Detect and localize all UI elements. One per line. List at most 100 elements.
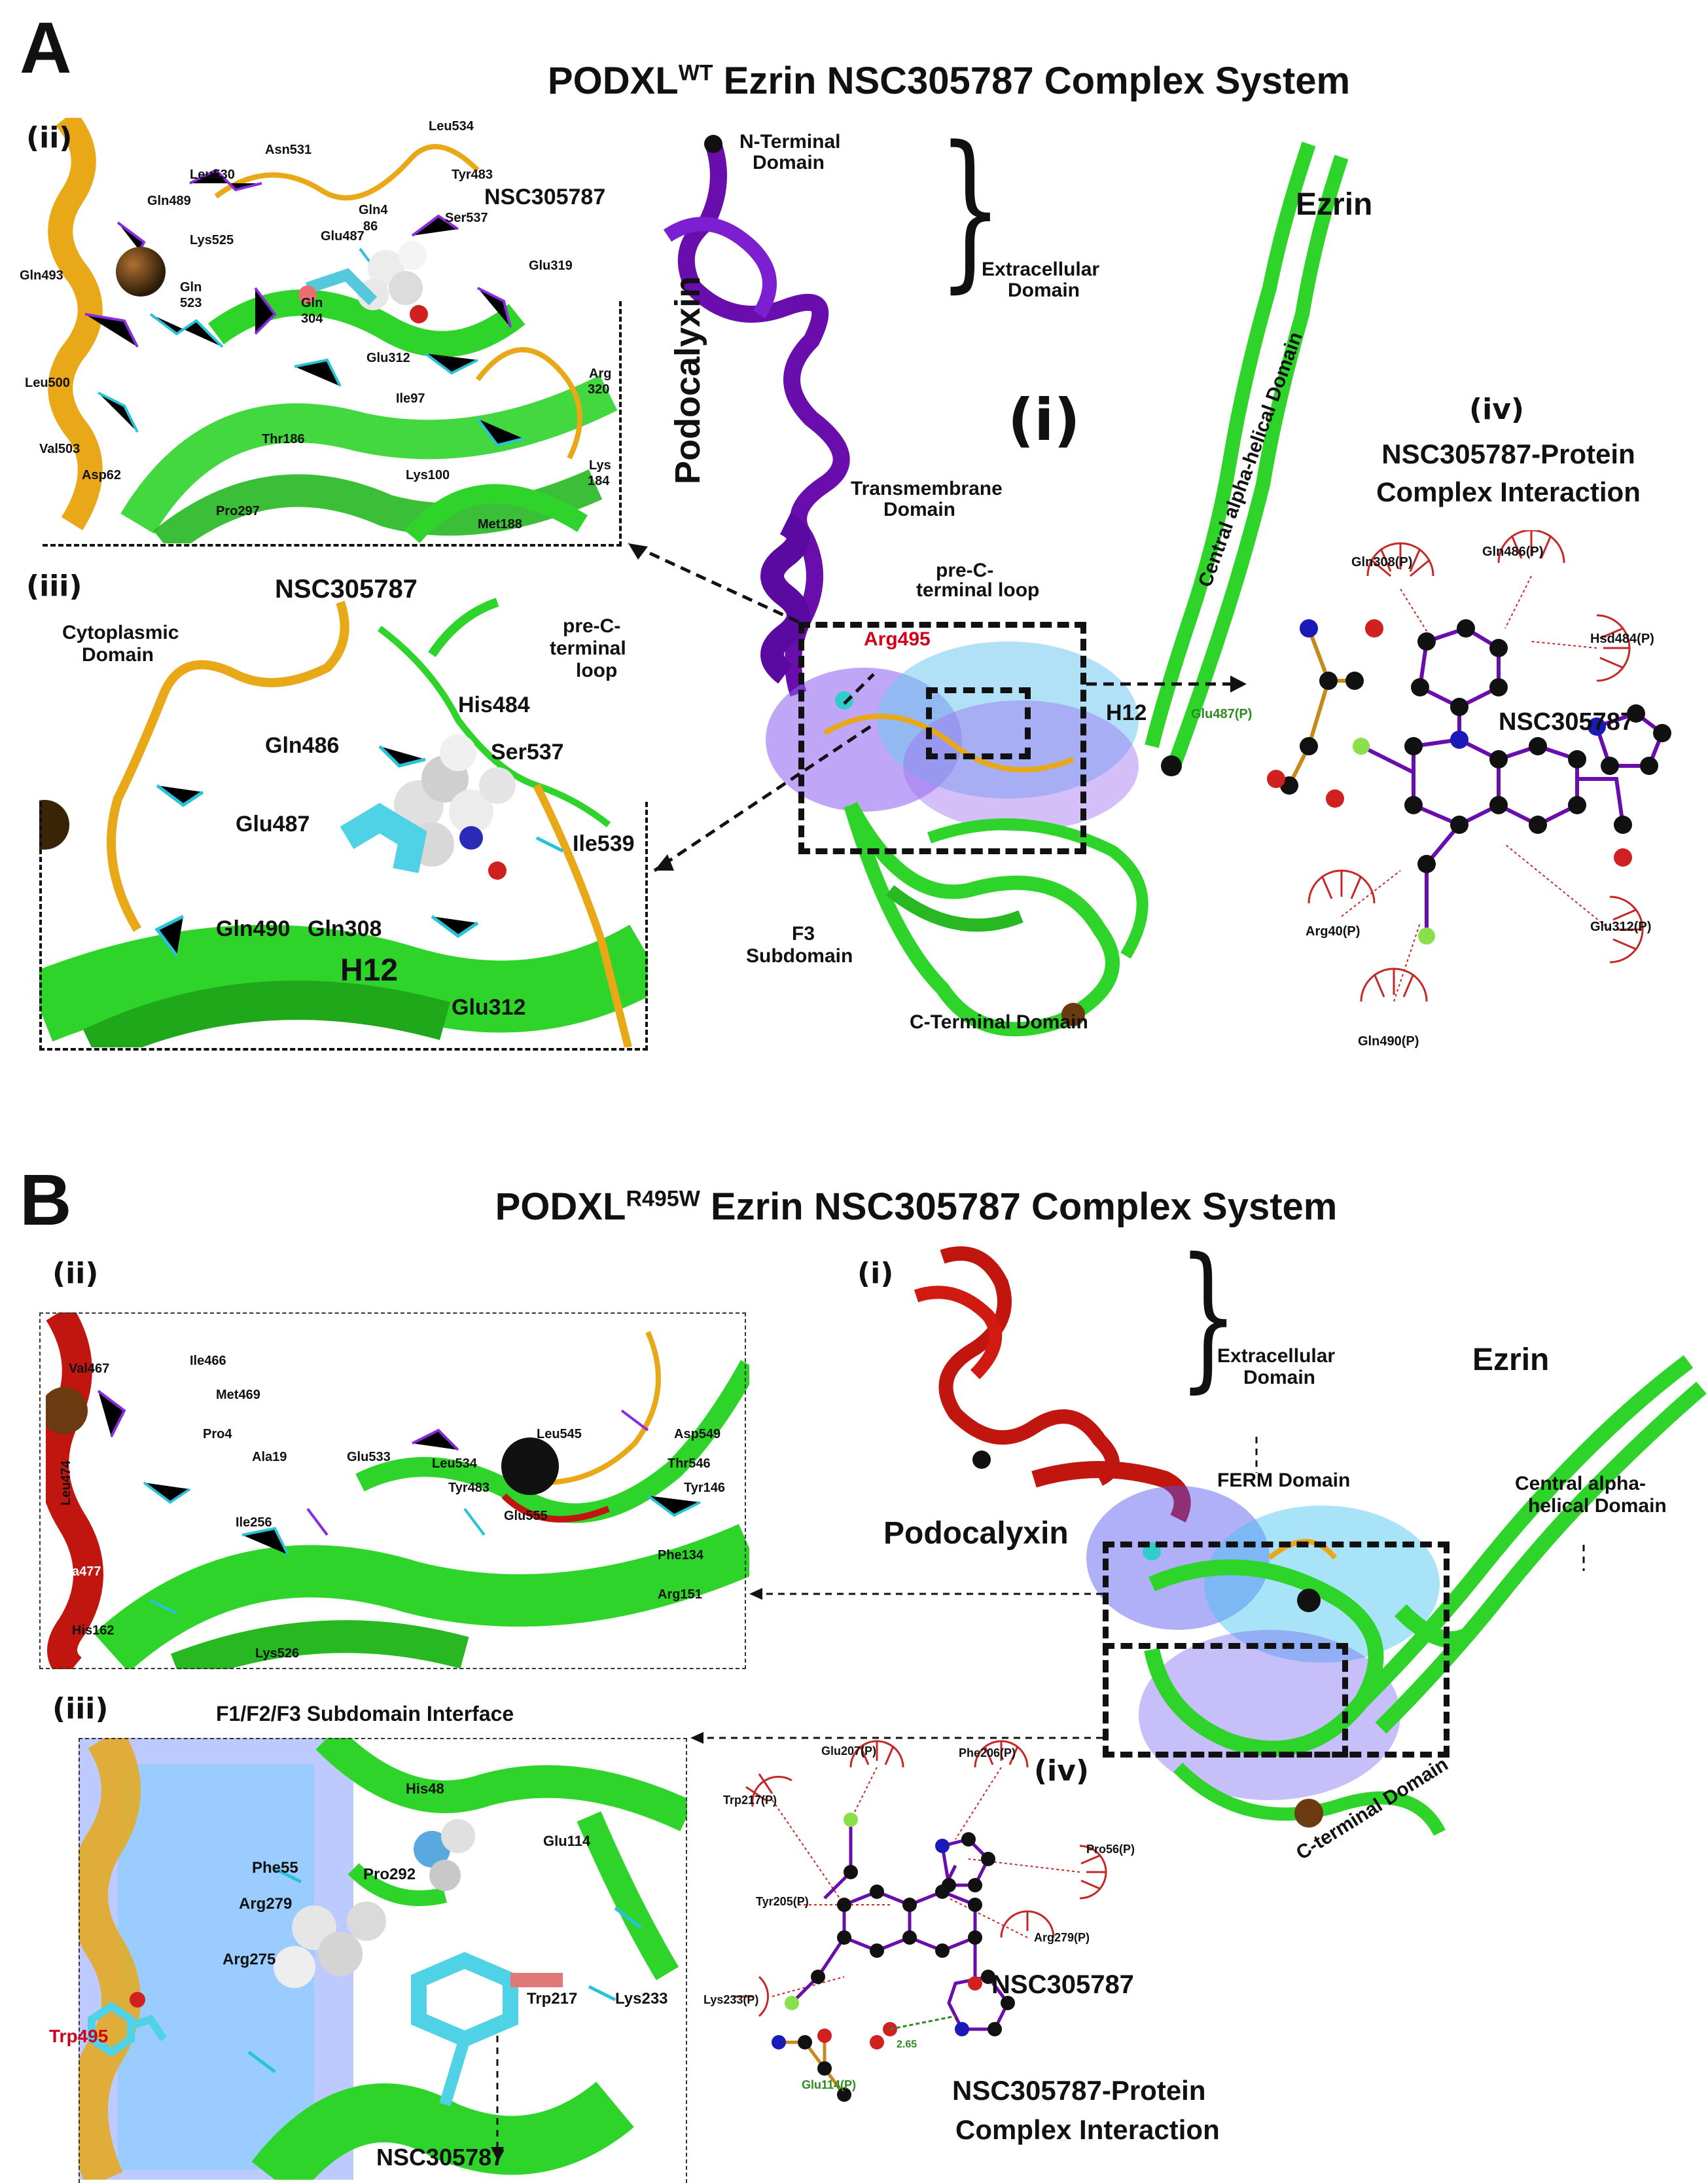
iii-b-nsc-label: NSC305787 xyxy=(376,2144,505,2171)
panel-a-ii-label: (ii) xyxy=(26,121,73,154)
extracellular-brace: } xyxy=(938,111,1003,308)
residue-label: Gln4 xyxy=(359,203,388,217)
iv-b-pro56-label: Pro56(P) xyxy=(1086,1843,1135,1856)
panel-b-i-ligand-box xyxy=(1103,1643,1348,1758)
residue-label: His162 xyxy=(72,1623,115,1638)
panel-b-ii-inset xyxy=(39,1304,760,1685)
b-extracellular-label-2: Domain xyxy=(1243,1367,1316,1388)
panel-a-ii-render xyxy=(48,109,618,556)
residue-label: Ala477 xyxy=(59,1564,101,1579)
residue-label: Ala19 xyxy=(252,1450,287,1464)
residue-label: Arg xyxy=(589,367,612,381)
iv-arg40-label: Arg40(P) xyxy=(1306,924,1361,939)
iv-b-distance-label: 2.65 xyxy=(897,2039,917,2050)
residue-label: 86 xyxy=(363,219,378,234)
residue-label: Asp62 xyxy=(82,468,122,482)
panel-a-arrows xyxy=(627,541,1247,873)
b-extracellular-brace: } xyxy=(1178,1224,1239,1407)
residue-label: 320 xyxy=(588,382,610,397)
residue-label: Tyr146 xyxy=(684,1481,726,1495)
iv-gln490-label: Gln490(P) xyxy=(1358,1034,1419,1049)
residue-label: Ile97 xyxy=(396,391,425,406)
residue-label: Asn531 xyxy=(265,143,312,157)
panel-a-iv-diagram xyxy=(1230,529,1688,1054)
gln308-label: Gln308 xyxy=(308,916,382,941)
panel-a-ii-frame xyxy=(43,301,622,547)
f3-label: F3 xyxy=(792,923,815,945)
b-ezrin-label: Ezrin xyxy=(1472,1343,1550,1377)
iv-b-phe206-label: Phe206(P) xyxy=(959,1746,1016,1759)
panel-b-i-render xyxy=(914,1246,1707,1836)
ile539-label: Ile539 xyxy=(573,831,635,856)
residue-label: Lys100 xyxy=(406,468,450,482)
residue-label: Phe134 xyxy=(658,1548,704,1562)
residue-label: Glu487 xyxy=(321,229,365,244)
ligand-label: NSC305787 xyxy=(484,185,606,209)
panel-b-letter: B xyxy=(20,1160,72,1240)
residue-label: Lys xyxy=(589,458,611,473)
residue-label: Thr186 xyxy=(262,432,305,446)
his48-label: His48 xyxy=(406,1780,444,1797)
pre-c-terminal-label-2: terminal loop xyxy=(916,579,1040,601)
h12-overview-label: H12 xyxy=(1106,700,1147,725)
residue-label: Asp549 xyxy=(674,1427,721,1441)
n-terminal-label: N-Terminal xyxy=(739,131,841,153)
residue-label: Glu533 xyxy=(347,1450,391,1464)
arg275-label: Arg275 xyxy=(222,1951,276,1968)
residue-label: Tyr483 xyxy=(448,1481,490,1495)
panel-a-i-focus-box xyxy=(798,622,1086,854)
panel-b-iii-title: F1/F2/F3 Subdomain Interface xyxy=(216,1702,514,1725)
iv-b-trp217-label: Trp217(P) xyxy=(723,1794,777,1807)
iv-hsd484-label: Hsd484(P) xyxy=(1590,632,1654,646)
gln490-label: Gln490 xyxy=(216,916,291,941)
panel-b-iv-label: (iv) xyxy=(1034,1754,1089,1788)
iv-gln308-label: Gln308(P) xyxy=(1351,555,1413,569)
iv-b-glu207-label: Glu207(P) xyxy=(821,1744,877,1758)
h12-label: H12 xyxy=(340,953,399,988)
residue-label: Met469 xyxy=(216,1388,260,1402)
c-terminal-label: C-Terminal Domain xyxy=(910,1011,1088,1033)
panel-b-i-overview xyxy=(903,1244,1708,1898)
residue-label: Lys525 xyxy=(190,233,234,247)
panel-a-ii-inset xyxy=(20,109,622,556)
panel-b-iii-inset xyxy=(69,1726,694,2183)
residue-label: 304 xyxy=(301,312,323,326)
residue-label: Ser537 xyxy=(445,211,488,225)
residue-label: Gln xyxy=(301,296,323,310)
ser537-label: Ser537 xyxy=(491,740,564,765)
residue-label: Gln493 xyxy=(20,268,63,283)
panel-a-iv-label: (iv) xyxy=(1469,393,1524,426)
panel-a-i-overview xyxy=(654,118,1374,1047)
panel-a-letter: A xyxy=(20,8,72,88)
panel-b-iii-render xyxy=(69,1726,694,2183)
residue-label: Leu545 xyxy=(537,1427,582,1441)
trp495-label: Trp495 xyxy=(49,2026,109,2046)
panel-a-title: PODXLWT Ezrin NSC305787 Complex System xyxy=(547,60,1351,102)
panel-a-i-ligand-box xyxy=(926,687,1031,759)
panel-a-iv-render xyxy=(1267,529,1671,1002)
glu114-label: Glu114 xyxy=(543,1833,591,1849)
extracellular-label-2: Domain xyxy=(1008,280,1080,301)
panel-a-iv-title-1: NSC305787-Protein xyxy=(1381,439,1635,469)
f3-label-2: Subdomain xyxy=(746,945,853,967)
panel-a-iii-inset xyxy=(20,589,666,1066)
transmembrane-label-2: Domain xyxy=(883,499,956,520)
residue-label: Leu530 xyxy=(190,168,235,182)
panel-a-iii-label: (iii) xyxy=(26,569,82,603)
extracellular-label: Extracellular xyxy=(982,259,1100,280)
glu312-label: Glu312 xyxy=(452,995,526,1020)
panel-b-iv-render xyxy=(733,1740,1107,2102)
b-central-label-2: helical Domain xyxy=(1528,1495,1667,1517)
panel-b-iv-title-2: Complex Interaction xyxy=(955,2114,1220,2145)
residue-label: Val503 xyxy=(39,442,80,456)
b-central-label: Central alpha- xyxy=(1515,1473,1646,1494)
residue-label: Leu500 xyxy=(25,376,70,390)
residue-label: Arg151 xyxy=(658,1587,702,1602)
residue-label: Met188 xyxy=(478,517,522,532)
iv-b-lys233-label: Lys233(P) xyxy=(703,1993,759,2006)
iv-nsc-label: NSC305787 xyxy=(1499,708,1635,736)
residue-label: 523 xyxy=(180,296,202,310)
residue-label: Val467 xyxy=(69,1362,110,1376)
n-terminal-label-2: Domain xyxy=(753,152,825,173)
ferm-label: FERM Domain xyxy=(1217,1470,1351,1491)
